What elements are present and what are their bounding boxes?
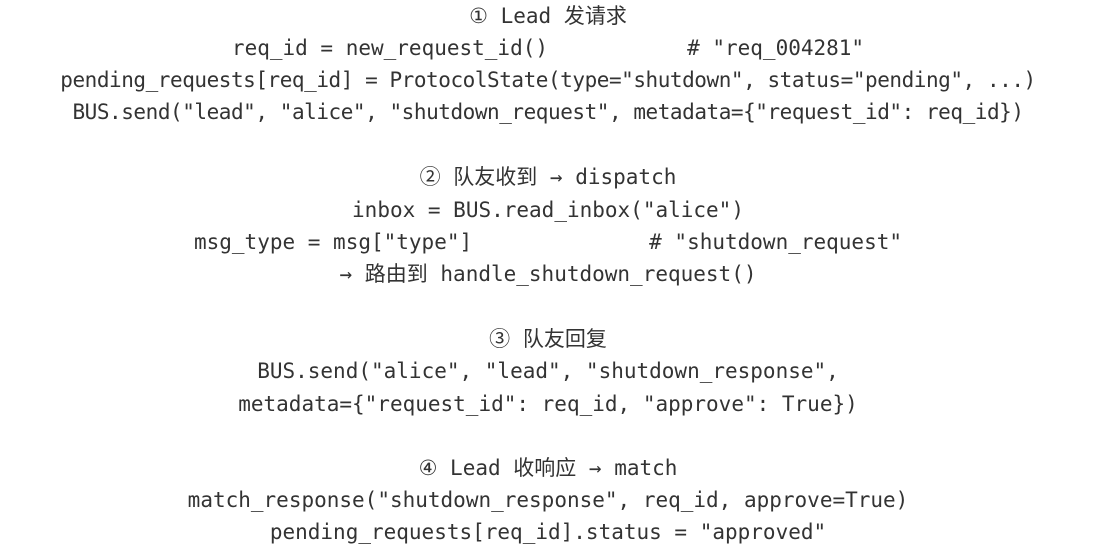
step-4-header: ④ Lead 收响应 → match — [418, 456, 678, 480]
step-3-line-2: metadata={"request_id": req_id, "approve… — [238, 392, 858, 416]
step-2-line-1: inbox = BUS.read_inbox("alice") — [352, 198, 744, 222]
step-4-line-1: match_response("shutdown_response", req_… — [187, 488, 909, 512]
step-2-header: ② 队友收到 → dispatch — [419, 165, 677, 189]
step-1-line-1: req_id = new_request_id() # "req_004281" — [231, 36, 865, 60]
step-3-header: ③ 队友回复 — [489, 327, 607, 351]
step-3-line-1: BUS.send("alice", "lead", "shutdown_resp… — [257, 359, 839, 383]
step-2-line-2: msg_type = msg["type"] # "shutdown_reque… — [193, 230, 902, 254]
step-1-line-2: pending_requests[req_id] = ProtocolState… — [60, 68, 1036, 92]
step-1-line-3: BUS.send("lead", "alice", "shutdown_requ… — [72, 100, 1024, 124]
step-4-line-2: pending_requests[req_id].status = "appro… — [269, 520, 827, 544]
step-2-line-3: → 路由到 handle_shutdown_request() — [339, 262, 757, 286]
step-1-header: ① Lead 发请求 — [469, 4, 627, 28]
